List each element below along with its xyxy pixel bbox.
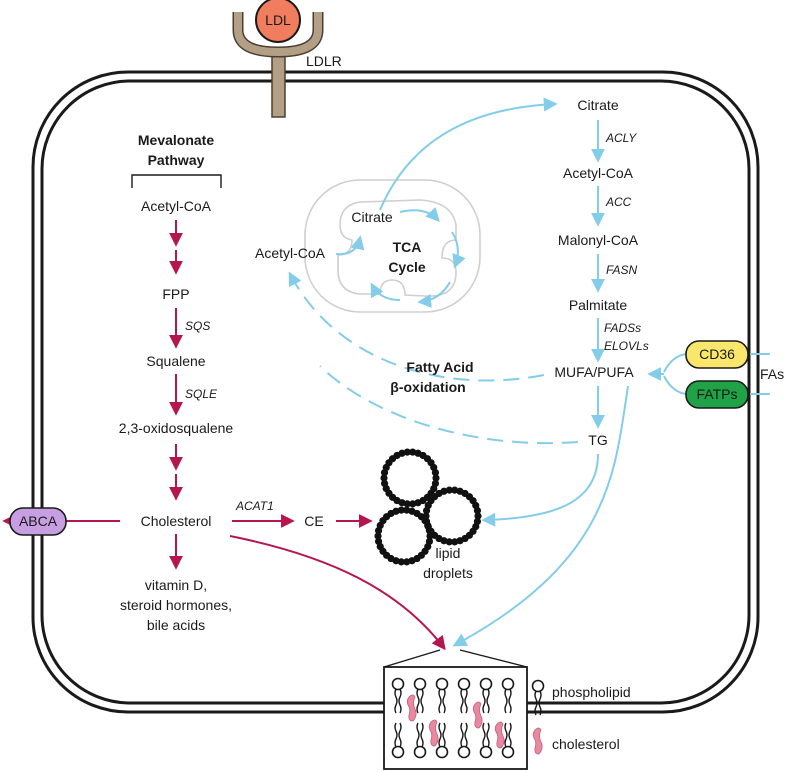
abca-label: ABCA	[19, 513, 58, 529]
bilayer-cholesterol	[494, 721, 505, 749]
ldl-particle-icon	[255, 0, 301, 43]
acetyl-coa-right-label: Acetyl-CoA	[563, 165, 634, 181]
tg-label: TG	[588, 432, 607, 448]
phospholipid-legend-label: phospholipid	[552, 684, 631, 700]
mevalonate-bracket	[131, 174, 222, 188]
arrow-cd36-uptake	[663, 353, 687, 373]
tca-title: TCA	[393, 239, 422, 255]
fas-label: FAs	[760, 366, 784, 382]
enzyme-elovl: ELOVLs	[604, 339, 649, 353]
mevalonate-title: Mevalonate	[138, 132, 214, 148]
droplet-bead	[380, 474, 388, 482]
droplet-bead	[374, 537, 383, 546]
tca-arrow-3	[417, 281, 451, 308]
droplet-bead	[451, 538, 459, 546]
droplet-bead	[397, 506, 405, 514]
enzyme-acc: ACC	[605, 195, 632, 209]
cholesterol-icon	[532, 727, 543, 755]
lipid-droplets-line2: droplets	[423, 565, 473, 581]
fa-oxidation-title: Fatty Acid	[406, 359, 473, 375]
droplet-bead	[474, 512, 482, 520]
droplet-bead	[432, 474, 440, 482]
arrow-mufa-to-membrane	[452, 385, 629, 647]
arrow-fatps-uptake	[663, 375, 687, 395]
droplet-bead	[422, 517, 431, 526]
arrow-citrate-export	[379, 97, 558, 211]
tca-arrow-2	[451, 231, 466, 269]
acetyl-coa-mid-label: Acetyl-CoA	[255, 245, 326, 261]
abca-transporter	[9, 507, 67, 536]
droplet-bead	[422, 512, 430, 520]
bilayer-cholesterol	[428, 719, 439, 747]
ldl-receptor-icon	[232, 12, 324, 118]
cd36-transporter	[685, 340, 749, 369]
enzyme-acat1: ACAT1	[235, 499, 274, 513]
citrate-inner-label: Citrate	[351, 209, 392, 225]
fa-oxidation-title-line2: β-oxidation	[390, 379, 465, 395]
oxidosqualene-label: 2,3-oxidosqualene	[119, 420, 234, 436]
citrate-right-label: Citrate	[577, 97, 618, 113]
palmitate-label: Palmitate	[569, 297, 628, 313]
cholesterol-label: Cholesterol	[141, 513, 212, 529]
tca-arrow-1	[399, 207, 440, 223]
bilayer-cholesterol	[472, 701, 483, 729]
mufa-pufa-label: MUFA/PUFA	[554, 364, 634, 380]
enzyme-sqle: SQLE	[185, 387, 218, 401]
droplet-bead	[403, 448, 411, 456]
arrow-mufa-to-beta-oxidation	[288, 271, 545, 382]
lipid-droplets-line1: lipid	[436, 545, 461, 561]
products-line3: bile acids	[147, 617, 205, 633]
droplet-bead	[374, 532, 382, 540]
tca-arrow-4	[370, 282, 401, 301]
phospholipid-icon	[531, 679, 545, 716]
droplet-bead	[409, 500, 417, 508]
ldlr-label: LDLR	[306, 53, 342, 69]
products-line2: steroid hormones,	[120, 597, 232, 613]
ce-label: CE	[304, 513, 323, 529]
malonyl-coa-label: Malonyl-CoA	[558, 232, 639, 248]
products-line1: vitamin D,	[145, 577, 207, 593]
tca-title-line2: Cycle	[388, 259, 426, 275]
fatps-transporter	[685, 380, 749, 409]
arrow-cholesterol-to-membrane	[229, 535, 446, 651]
droplet-bead	[473, 506, 482, 515]
arrow-tg-to-droplets	[481, 453, 599, 527]
droplet-bead	[445, 486, 453, 494]
droplet-bead	[431, 468, 440, 477]
enzyme-acly: ACLY	[605, 131, 637, 145]
cholesterol-legend-label: cholesterol	[552, 736, 620, 752]
bilayer-cholesterol	[406, 694, 417, 722]
droplet-bead	[403, 558, 411, 566]
ldl-label: LDL	[265, 12, 291, 28]
lipid-droplet-icon	[374, 448, 482, 566]
squalene-label: Squalene	[146, 353, 205, 369]
enzyme-fads: FADSs	[604, 321, 641, 335]
fatps-label: FATPs	[697, 386, 738, 402]
arrow-tg-to-beta-oxidation	[319, 365, 579, 445]
arrow-acetyl-into-tca	[335, 235, 365, 256]
droplet-bead	[380, 479, 389, 488]
mevalonate-title-line2: Pathway	[148, 152, 205, 168]
enzyme-sqs: SQS	[185, 319, 210, 333]
membrane-zoom-inset	[383, 649, 528, 770]
fpp-label: FPP	[162, 286, 189, 302]
enzyme-fasn: FASN	[606, 263, 637, 277]
cd36-label: CD36	[699, 346, 735, 362]
acetyl-coa-left: Acetyl-CoA	[141, 198, 212, 214]
